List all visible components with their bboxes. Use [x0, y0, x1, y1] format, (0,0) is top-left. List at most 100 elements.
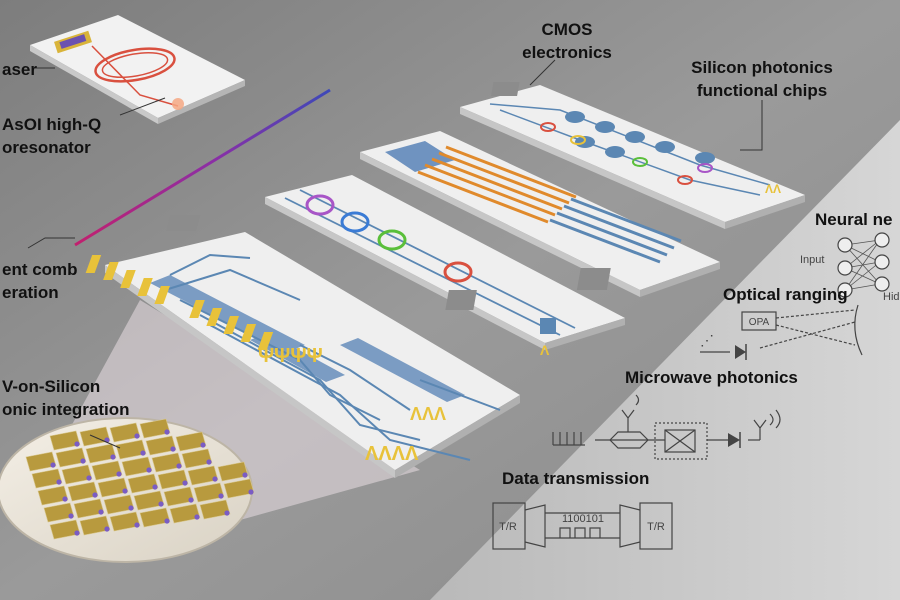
wafer-die-pad	[134, 433, 140, 439]
wafer-die	[109, 511, 141, 532]
wafer-die-pad	[218, 493, 224, 499]
wafer-die-pad	[158, 501, 164, 507]
wafer-die-pad	[128, 505, 134, 511]
wafer-die	[31, 468, 63, 489]
svg-text:ΛΛ: ΛΛ	[765, 182, 781, 196]
ic-block	[166, 215, 201, 231]
wafer-die	[73, 498, 105, 519]
optical-ranging-diagram: Optical ranging OPA ⋰	[700, 285, 863, 360]
wafer-die	[133, 490, 165, 511]
svg-text:ΨΨΨΨ: ΨΨΨΨ	[258, 345, 323, 367]
wafer-die-pad	[110, 454, 116, 460]
wafer-die-pad	[50, 462, 56, 468]
wafer-die-pad	[248, 489, 254, 495]
label-sip-2: functional chips	[697, 81, 827, 100]
wafer-die-pad	[206, 459, 212, 465]
wafer-die	[43, 502, 75, 523]
label-iiiv-2: onic integration	[2, 400, 130, 419]
label-laser: aser	[2, 60, 37, 79]
wafer-die	[187, 465, 219, 486]
wafer-die	[223, 478, 255, 499]
wafer-die-pad	[86, 475, 92, 481]
wafer-die-pad	[224, 510, 230, 516]
label-neural: Neural ne	[815, 210, 892, 229]
neural-network-diagram: Neural ne Input Hid	[800, 210, 900, 303]
wafer-die-pad	[170, 446, 176, 452]
wafer-die	[79, 426, 111, 447]
svg-text:ΛΛΛ: ΛΛΛ	[410, 404, 446, 424]
heater-chip	[360, 131, 720, 297]
microwave-link-diagram	[552, 409, 767, 460]
frequency-comb	[73, 1, 332, 247]
label-sip-1: Silicon photonics	[691, 58, 833, 77]
wafer-die	[127, 473, 159, 494]
wafer-die-pad	[104, 526, 110, 532]
photodiode-icon-link	[728, 432, 741, 448]
label-data-transmission: Data transmission	[502, 469, 649, 488]
wafer-die-pad	[74, 441, 80, 447]
wafer	[0, 417, 255, 563]
wafer-die	[91, 460, 123, 481]
wafer-die-pad	[152, 484, 158, 490]
wafer-die	[193, 482, 225, 503]
wafer-die-pad	[182, 480, 188, 486]
wafer-die-pad	[62, 496, 68, 502]
iiiv-chip: ΨΨΨΨ ΛΛΛΛ ΛΛΛ	[85, 215, 520, 478]
wafer-die-pad	[134, 522, 140, 528]
label-cmos-2: electronics	[522, 43, 612, 62]
wafer-die	[169, 503, 201, 524]
wafer-die-pad	[164, 518, 170, 524]
wafer-die	[175, 431, 207, 452]
wafer-die	[61, 464, 93, 485]
wafer-die-pad	[176, 463, 182, 469]
wafer-die	[217, 461, 249, 482]
svg-text:Λ: Λ	[540, 342, 550, 358]
wafer-die-pad	[56, 479, 62, 485]
opa-icon	[741, 311, 777, 331]
wafer-die-pad	[194, 514, 200, 520]
wafer-die-pad	[212, 476, 218, 482]
wafer-die	[85, 443, 117, 464]
label-tr-left: T/R	[499, 521, 517, 533]
wafer-die	[163, 486, 195, 507]
wafer-die-pad	[188, 497, 194, 503]
label-bits: 1100101	[562, 513, 604, 525]
label-optical-ranging: Optical ranging	[723, 285, 848, 304]
label-opa: OPA	[749, 317, 770, 328]
wafer-die-pad	[92, 492, 98, 498]
wafer-die	[139, 418, 171, 439]
label-iiiv-1: V-on-Silicon	[2, 377, 100, 396]
label-comb-2: eration	[2, 283, 59, 302]
rings-chip: Λ	[265, 175, 625, 358]
wafer-die	[145, 435, 177, 456]
wafer-die	[55, 447, 87, 468]
wafer-die	[97, 477, 129, 498]
wafer-die-pad	[164, 429, 170, 435]
wafer-die	[109, 422, 141, 443]
svg-text:⋰: ⋰	[700, 332, 714, 348]
data-transmission-diagram	[492, 502, 673, 550]
svg-text:ΛΛΛΛ: ΛΛΛΛ	[365, 443, 419, 465]
wafer-die-pad	[200, 442, 206, 448]
label-resonator-2: oresonator	[2, 138, 91, 157]
wafer-die	[49, 519, 81, 540]
wafer-die	[37, 485, 69, 506]
wafer-die-pad	[74, 530, 80, 536]
wafer-die-pad	[140, 450, 146, 456]
wafer-die	[25, 451, 57, 472]
wafer-die-pad	[98, 509, 104, 515]
wafer-die-pad	[116, 471, 122, 477]
wafer-die-pad	[80, 458, 86, 464]
label-comb-1: ent comb	[2, 260, 78, 279]
label-resonator-1: AsOI high-Q	[2, 115, 101, 134]
label-tr-right: T/R	[647, 521, 665, 533]
photodiode-icon	[735, 344, 747, 360]
wafer-die-pad	[68, 513, 74, 519]
label-input: Input	[800, 254, 824, 266]
wafer-die	[67, 481, 99, 502]
wafer-die	[121, 456, 153, 477]
label-hidden: Hid	[883, 291, 900, 303]
wafer-die	[151, 452, 183, 473]
floor-band	[430, 120, 900, 600]
